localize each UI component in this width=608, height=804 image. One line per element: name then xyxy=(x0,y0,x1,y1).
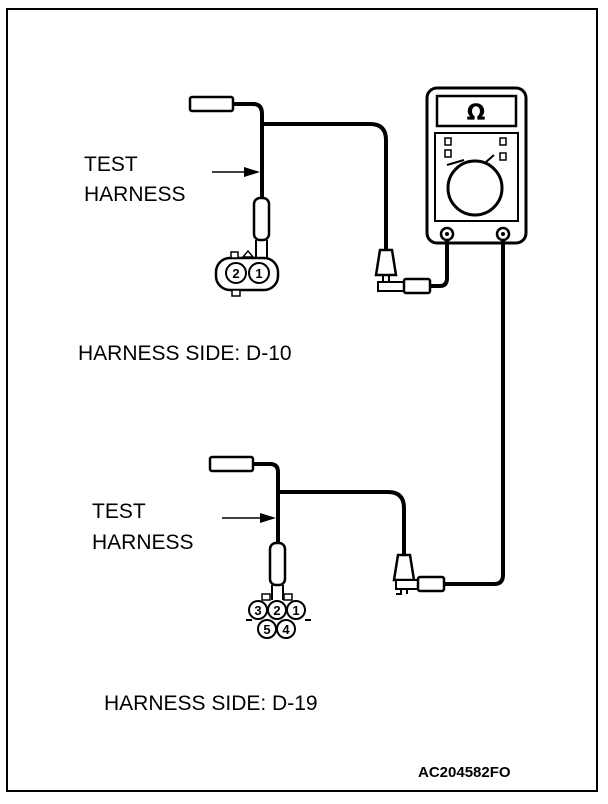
top-test-harness-label-line2: HARNESS xyxy=(84,183,186,206)
bottom-test-harness-label-line2: HARNESS xyxy=(92,531,194,554)
d19-pin-5: 5 xyxy=(263,622,270,637)
figure-code: AC204582FO xyxy=(418,764,511,781)
d19-pin-3: 3 xyxy=(254,603,261,618)
figure-frame xyxy=(6,8,598,792)
d10-pin-2: 2 xyxy=(232,266,239,281)
top-test-harness xyxy=(188,95,449,295)
bottom-test-harness-label-line1: TEST xyxy=(92,500,146,523)
d10-pin-1: 1 xyxy=(255,266,262,281)
d19-pin-2: 2 xyxy=(273,603,280,618)
meter-display xyxy=(435,94,518,128)
harness-side-d10-label: HARNESS SIDE: D-10 xyxy=(78,342,292,365)
ohm-symbol: Ω xyxy=(467,101,486,126)
selector-dial xyxy=(446,159,504,217)
d19-pin-4: 4 xyxy=(282,622,290,637)
connector-d10: 2 1 xyxy=(214,249,280,297)
d19-pin-1: 1 xyxy=(292,603,299,618)
bottom-test-harness xyxy=(208,240,505,600)
harness-side-d19-label: HARNESS SIDE: D-19 xyxy=(104,692,318,715)
multimeter: Ω xyxy=(425,86,528,245)
top-test-harness-label-line1: TEST xyxy=(84,153,138,176)
connector-d19: 3 2 1 5 4 xyxy=(246,593,311,639)
